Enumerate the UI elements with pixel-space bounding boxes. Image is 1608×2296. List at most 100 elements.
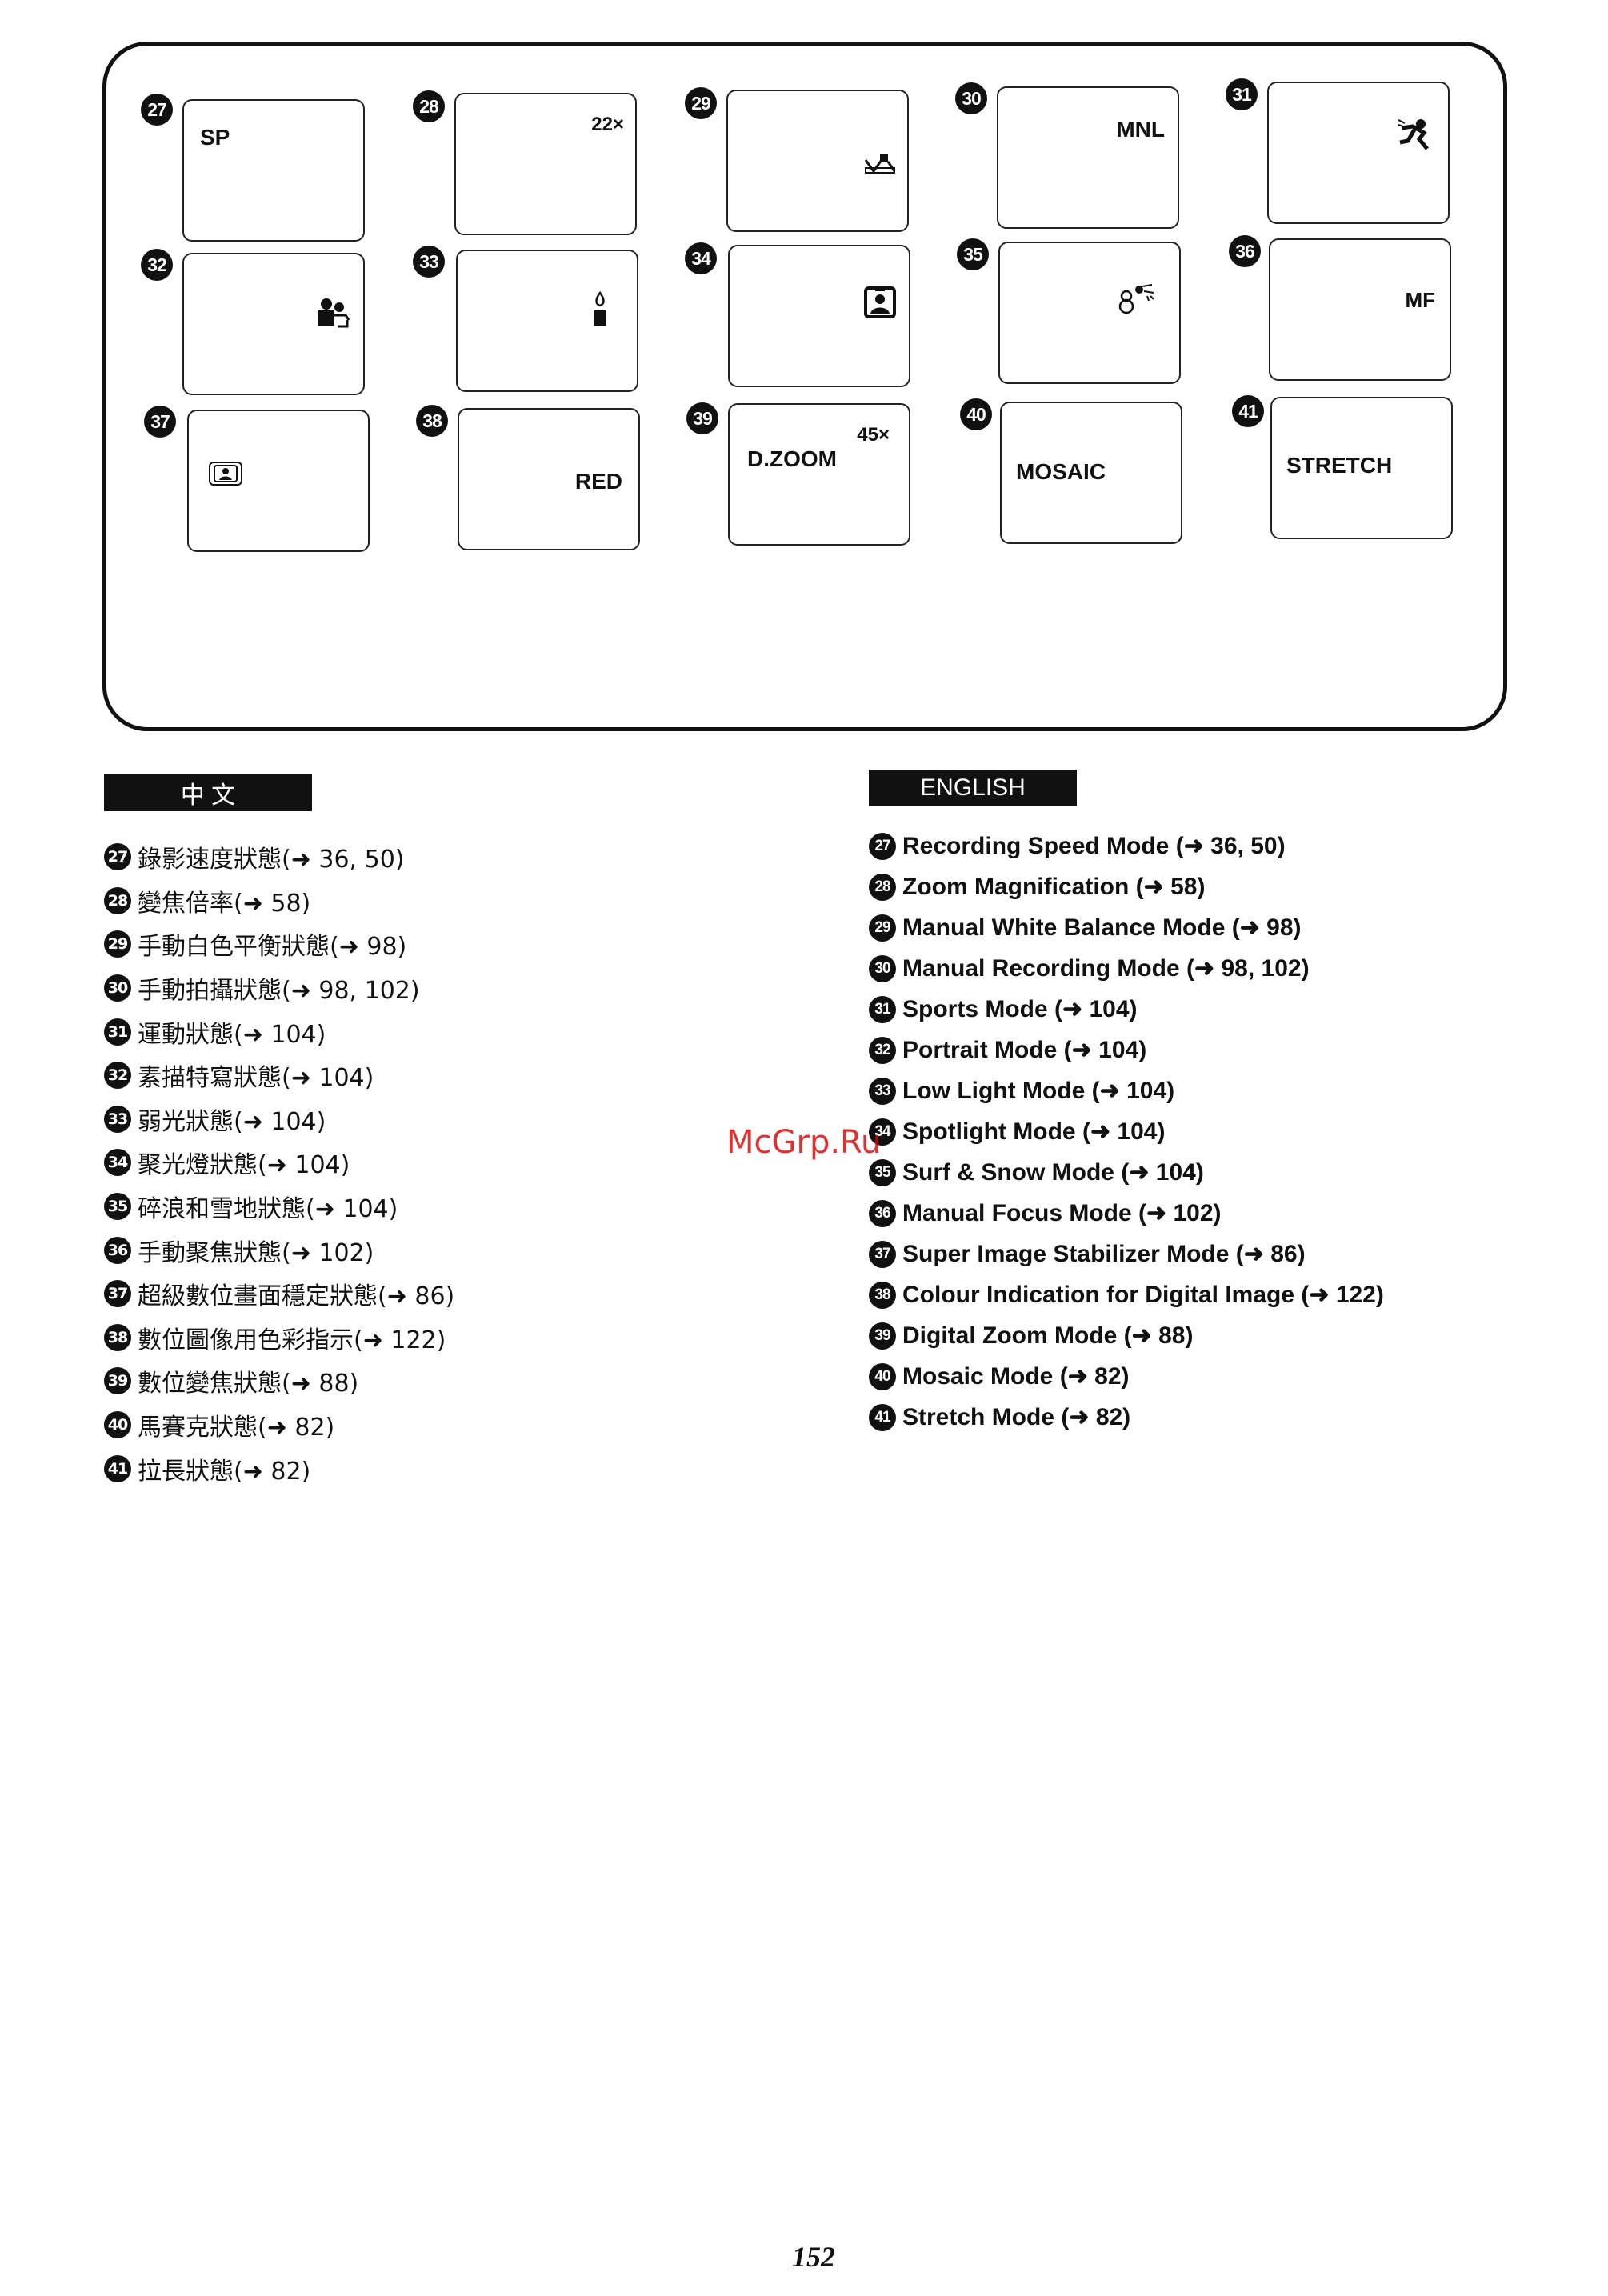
manual-label: MNL [1116,117,1165,142]
digital-zoom-label: D.ZOOM [747,446,837,471]
display-number-39: 39 [686,402,718,434]
screen-39: 45× D.ZOOM [728,403,910,546]
item-number: 30 [104,974,131,1002]
item-number: 34 [104,1149,131,1177]
chinese-section-header: 中 文 [104,774,312,811]
item-text: 超級數位畫面穩定狀態(➜ 86) [138,1282,455,1311]
item-text: Low Light Mode (➜ 104) [902,1078,1175,1104]
item-number: 38 [104,1323,131,1351]
mosaic-label: MOSAIC [1016,459,1106,484]
screen-41: STRETCH [1270,397,1453,539]
item-number: 34 [869,1118,896,1146]
item-text: Super Image Stabilizer Mode (➜ 86) [902,1241,1306,1267]
spotlight-icon [864,286,896,318]
focus-label: MF [1405,288,1435,312]
item-number: 30 [869,954,896,982]
item-text: 拉長狀態(➜ 82) [138,1457,311,1486]
item-text: 手動聚焦狀態(➜ 102) [138,1238,374,1267]
page-number: 152 [792,2241,835,2273]
item-number: 36 [869,1199,896,1227]
screen-34 [728,245,910,387]
item-number: 35 [869,1158,896,1186]
screen-37 [187,410,370,552]
item-number: 32 [869,1036,896,1064]
screen-32 [182,253,365,395]
item-text: Colour Indication for Digital Image (➜ 1… [902,1282,1384,1308]
display-number-34: 34 [685,242,717,274]
item-text: 運動狀態(➜ 104) [138,1020,326,1049]
item-text: Portrait Mode (➜ 104) [902,1037,1147,1063]
item-number: 32 [104,1062,131,1090]
display-number-33: 33 [413,246,445,278]
item-number: 28 [104,886,131,914]
white-balance-icon [864,154,896,174]
screen-33 [456,250,638,392]
screen-28: 22× [454,93,637,235]
candle-icon [594,291,606,326]
item-number: 29 [104,930,131,958]
display-number-30: 30 [955,82,987,114]
display-number-36: 36 [1229,235,1261,267]
surf-snow-icon [1118,284,1154,314]
english-section-header: ENGLISH [869,770,1077,806]
item-text: Zoom Magnification (➜ 58) [902,874,1206,900]
item-number: 33 [104,1105,131,1133]
screen-36: MF [1269,238,1451,381]
item-number: 35 [104,1193,131,1221]
display-number-29: 29 [685,87,717,119]
display-number-31: 31 [1226,78,1258,110]
color-indicator-label: RED [574,469,622,494]
item-text: 數位圖像用色彩指示(➜ 122) [138,1326,446,1354]
item-text: Manual Focus Mode (➜ 102) [902,1200,1222,1226]
portrait-icon [318,298,350,328]
screen-31 [1267,82,1450,224]
screen-30: MNL [997,86,1179,229]
item-text: 聚光燈狀態(➜ 104) [138,1151,350,1180]
display-number-37: 37 [144,406,176,438]
display-number-38: 38 [416,405,448,437]
item-number: 31 [104,1018,131,1046]
speed-label: SP [200,125,230,150]
item-text: Digital Zoom Mode (➜ 88) [902,1322,1194,1349]
display-number-32: 32 [141,249,173,281]
item-number: 39 [869,1322,896,1350]
screen-29 [726,90,909,232]
item-number: 41 [869,1403,896,1431]
item-number: 28 [869,873,896,901]
item-number: 31 [869,995,896,1023]
item-number: 39 [104,1367,131,1395]
item-number: 36 [104,1236,131,1264]
item-text: 數位變焦狀態(➜ 88) [138,1370,359,1398]
item-text: 弱光狀態(➜ 104) [138,1107,326,1136]
watermark: McGrp.Ru [726,1124,882,1161]
item-number: 29 [869,914,896,942]
display-number-27: 27 [141,94,173,126]
item-text: 馬賽克狀態(➜ 82) [138,1414,335,1442]
item-number: 40 [869,1362,896,1390]
sports-runner-icon [1398,119,1429,150]
item-text: Manual White Balance Mode (➜ 98) [902,914,1302,941]
item-text: 手動白色平衡狀態(➜ 98) [138,933,407,962]
item-text: Sports Mode (➜ 104) [902,996,1138,1022]
display-number-28: 28 [413,90,445,122]
item-number: 41 [104,1454,131,1482]
item-text: Mosaic Mode (➜ 82) [902,1363,1130,1390]
